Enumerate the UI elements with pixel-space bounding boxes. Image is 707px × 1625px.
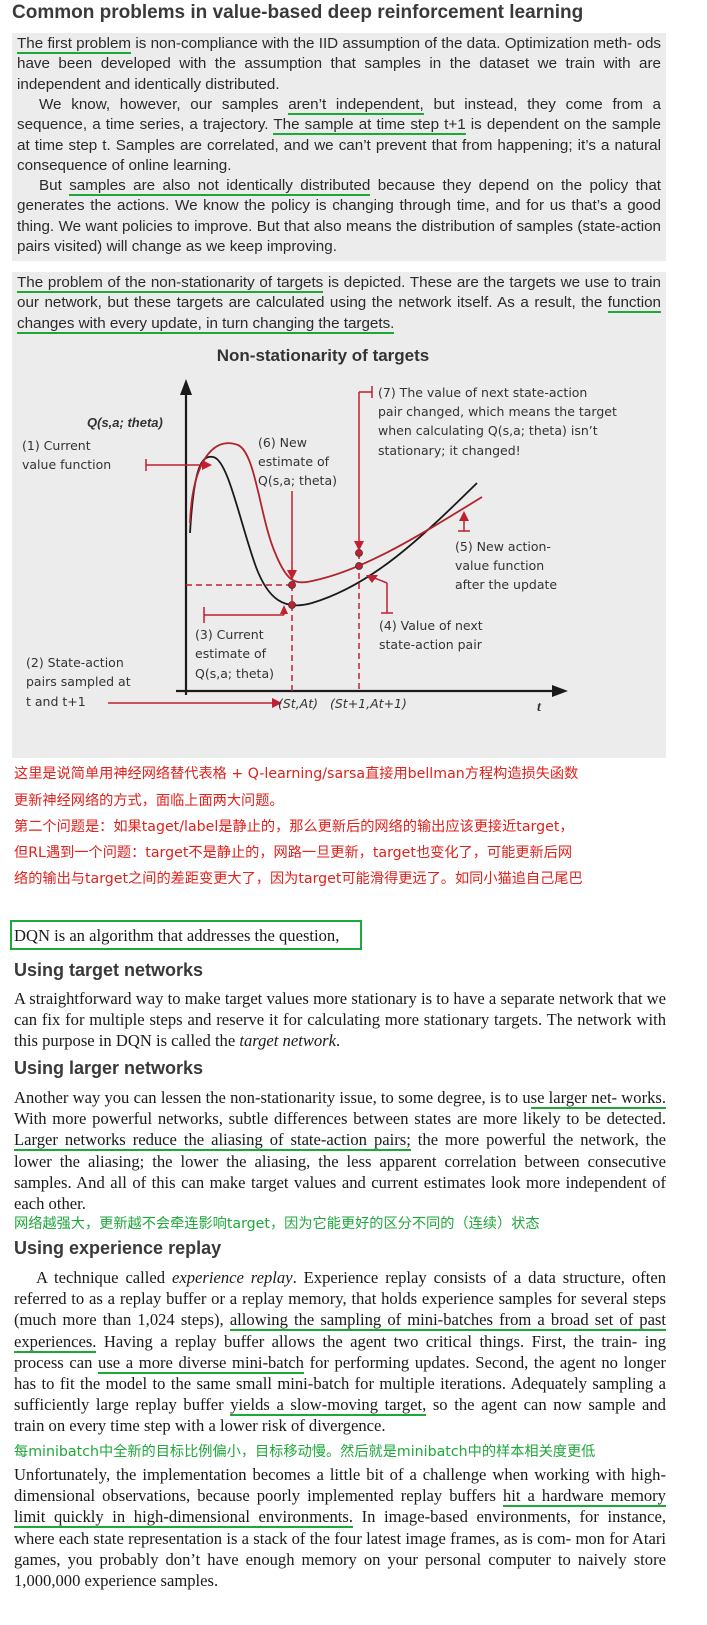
highlight: allowing the sampling of mini-batches fr… xyxy=(14,1310,667,1353)
figure-title: Non-stationarity of targets xyxy=(217,346,430,365)
highlight: yields a slow-moving target, xyxy=(230,1395,427,1417)
svg-text:(7) The value of next state-ac: (7) The value of next state-action xyxy=(378,385,587,400)
svg-text:(6) New: (6) New xyxy=(258,435,307,450)
svg-text:value function: value function xyxy=(22,457,111,472)
annotation-2: (2) State-action pairs sampled at t and … xyxy=(26,655,131,709)
x-axis-arrow-icon xyxy=(552,685,568,697)
svg-text:estimate of: estimate of xyxy=(258,454,330,469)
non-stationarity-paragraph: The problem of the non-stationarity of t… xyxy=(17,274,661,334)
current-estimate-point xyxy=(288,601,296,609)
highlight: aren’t independent, xyxy=(288,96,424,115)
svg-text:when calculating Q(s,a; theta): when calculating Q(s,a; theta) isn’t xyxy=(378,423,598,438)
x-axis-label: t xyxy=(537,700,542,715)
non-stationarity-box xyxy=(12,272,666,758)
highlight: se larger net- works. xyxy=(530,1088,667,1109)
dqn-statement: DQN is an algorithm that addresses the q… xyxy=(14,926,340,945)
x-tick-label: (St,At) xyxy=(278,696,318,711)
annotation-4: (4) Value of next state-action pair xyxy=(379,618,483,652)
annotation-1: (1) Current value function xyxy=(22,438,111,472)
svg-text:estimate of: estimate of xyxy=(195,646,267,661)
svg-text:(4) Value of next: (4) Value of next xyxy=(379,618,483,633)
larger-networks-paragraph: Another way you can lessen the non-stati… xyxy=(14,1088,667,1214)
svg-text:value function: value function xyxy=(455,558,544,573)
highlight: samples are also not identically distrib… xyxy=(69,177,371,196)
annotation-arrows xyxy=(108,386,470,708)
highlight: hit a hardware memory limit quickly in h… xyxy=(14,1486,666,1529)
highlight: The sample at time step t+1 xyxy=(273,116,466,136)
y-axis-arrow-icon xyxy=(180,379,192,395)
annotation-5: (5) New action- value function after the… xyxy=(455,539,557,592)
cn-note-larger: 网络越强大，更新越不会牵连影响target，因为它能更好的区分不同的（连续）状态 xyxy=(14,1216,540,1232)
iid-paragraph-3: But samples are also not identically dis… xyxy=(17,177,661,255)
non-stationarity-figure: Non-stationarity of targets Q(s,a; theta… xyxy=(22,346,617,715)
svg-text:state-action pair: state-action pair xyxy=(379,637,483,652)
svg-text:pairs sampled at: pairs sampled at xyxy=(26,674,131,689)
new-value-function-curve xyxy=(189,442,483,584)
target-networks-paragraph: A straightforward way to make target val… xyxy=(14,989,666,1051)
y-axis-label: Q(s,a; theta) xyxy=(87,415,163,430)
experience-replay-paragraph: A technique called experience replay. Ex… xyxy=(14,1268,667,1436)
section-heading: Common problems in value-based deep rein… xyxy=(12,2,584,23)
heading-larger-networks: Using larger networks xyxy=(14,1058,204,1078)
cn-note-line: 更新神经网络的方式，面临上面两大问题。 xyxy=(14,793,284,809)
iid-paragraph-1: The first problem is non-compliance with… xyxy=(17,35,661,93)
cn-note-line: 络的输出与target之间的差距变更大了，因为target可能滑得更远了。如同小… xyxy=(14,871,583,887)
svg-text:pair changed, which means the: pair changed, which means the target xyxy=(378,404,617,419)
cn-note-replay: 每minibatch中全新的目标比例偏小，目标移动慢。然后就是minibatch… xyxy=(14,1444,596,1460)
highlight: use a more diverse mini-batch xyxy=(98,1352,304,1374)
highlight: The problem of the non-stationarity of t… xyxy=(17,274,324,293)
cn-note-line: 这里是说简单用神经网络替代表格 + Q-learning/sarsa直接用bel… xyxy=(14,766,579,782)
cn-note-line: 第二个问题是：如果taget/label是静止的，那么更新后的网络的输出应该更接… xyxy=(14,819,574,835)
highlight: Larger networks reduce the aliasing of s… xyxy=(14,1130,411,1152)
svg-text:t and t+1: t and t+1 xyxy=(26,694,86,709)
highlight: function changes with every update, in t… xyxy=(17,294,661,334)
svg-text:after the update: after the update xyxy=(455,577,557,592)
current-value-function-curve xyxy=(189,455,478,607)
svg-text:Q(s,a; theta): Q(s,a; theta) xyxy=(195,666,274,681)
new-estimate-point xyxy=(288,581,296,589)
annotation-7: (7) The value of next state-action pair … xyxy=(378,385,617,458)
iid-paragraph-2: We know, however, our samples aren’t ind… xyxy=(17,96,662,174)
heading-target-networks: Using target networks xyxy=(14,960,204,980)
svg-text:(2) State-action: (2) State-action xyxy=(26,655,124,670)
annotation-3: (3) Current estimate of Q(s,a; theta) xyxy=(195,627,274,681)
annotation-6: (6) New estimate of Q(s,a; theta) xyxy=(258,435,337,488)
next-value-point xyxy=(355,562,363,570)
svg-text:stationary; it changed!: stationary; it changed! xyxy=(378,443,521,458)
svg-text:Q(s,a; theta): Q(s,a; theta) xyxy=(258,473,337,488)
replay-memory-paragraph: Unfortunately, the implementation become… xyxy=(14,1465,666,1591)
heading-experience-replay: Using experience replay xyxy=(14,1238,222,1258)
svg-text:(1) Current: (1) Current xyxy=(22,438,91,453)
svg-text:(5) New action-: (5) New action- xyxy=(455,539,551,554)
cn-note-line: 但RL遇到一个问题：target不是静止的，网路一旦更新，target也变化了，… xyxy=(14,845,573,861)
x-tick-label: (St+1,At+1) xyxy=(330,696,407,711)
dqn-highlight-box xyxy=(10,920,362,950)
svg-text:(3) Current: (3) Current xyxy=(195,627,264,642)
iid-problem-box xyxy=(12,33,666,261)
highlight: The first problem xyxy=(17,35,132,54)
